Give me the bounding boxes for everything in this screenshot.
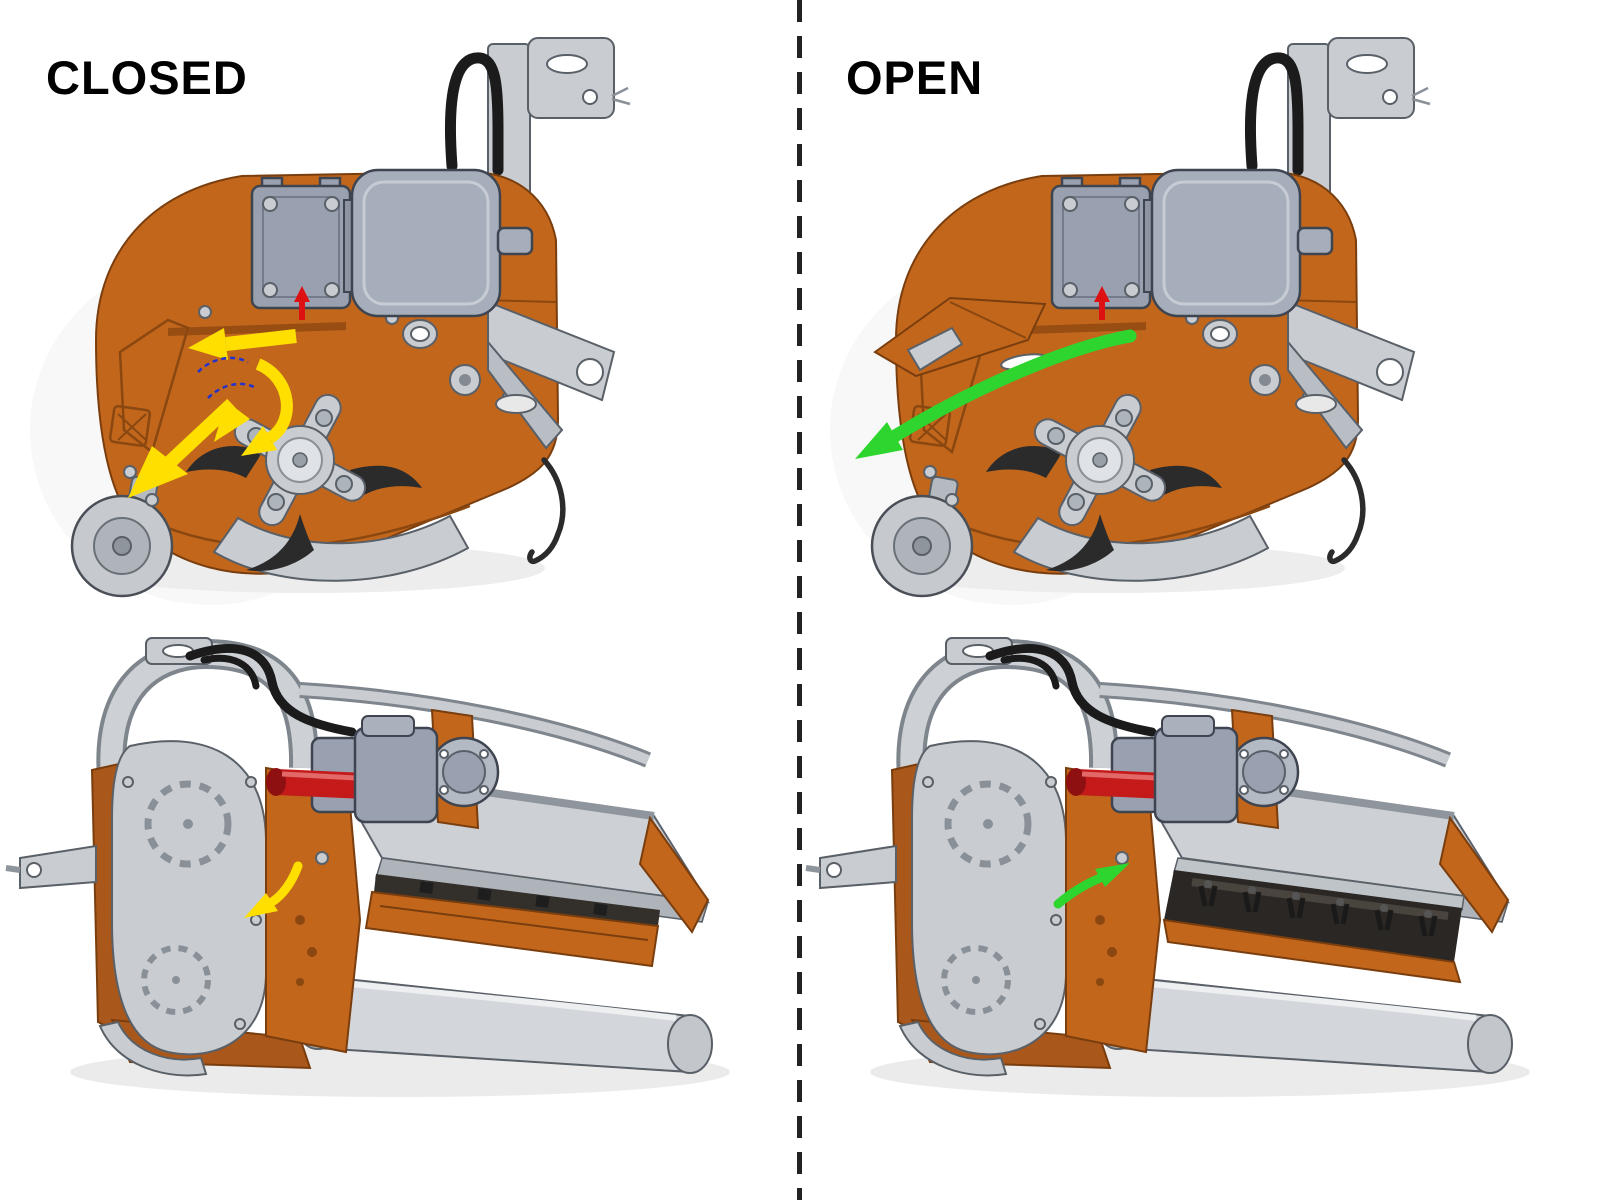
state-label-open: OPEN xyxy=(846,51,984,104)
panel-divider xyxy=(797,0,802,1200)
hood-open-arrow xyxy=(1053,863,1130,909)
state-label-closed: CLOSED xyxy=(46,51,248,104)
mower-iso-view xyxy=(806,638,1530,1097)
mower-iso-view xyxy=(6,638,730,1097)
exposed-flails xyxy=(1198,880,1438,937)
iso-view-open xyxy=(800,620,1600,1200)
closed-motion-arrows xyxy=(128,328,297,498)
open-direction-arrow xyxy=(855,329,1137,459)
panel-closed: CLOSED xyxy=(0,0,800,1200)
closed-rear-hood xyxy=(364,874,660,968)
iso-view-closed xyxy=(0,620,800,1200)
guide-marks xyxy=(197,356,257,399)
mower-side-view xyxy=(30,38,630,605)
side-view-closed xyxy=(0,0,800,620)
side-view-open xyxy=(800,0,1600,620)
hood-close-arrow xyxy=(244,861,303,918)
panel-open: OPEN xyxy=(800,0,1600,1200)
open-rear-hood xyxy=(1162,857,1465,984)
